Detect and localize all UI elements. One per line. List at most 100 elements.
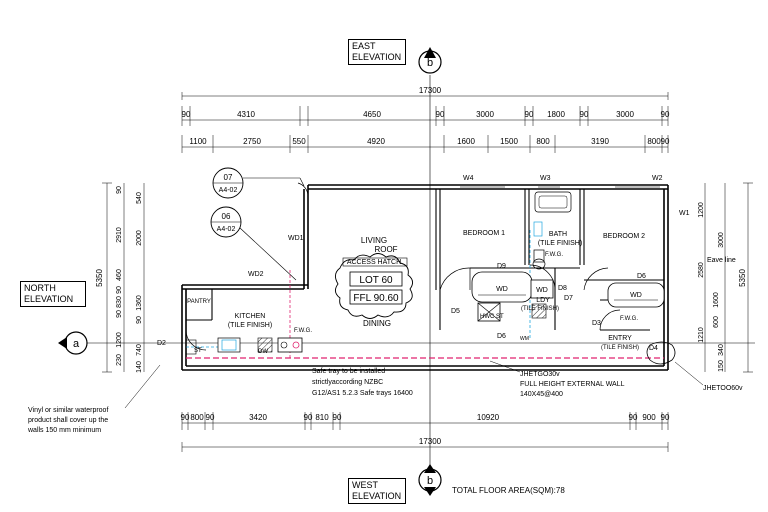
svg-text:90: 90 (206, 413, 215, 422)
door-window-tags: WD1 WD2 W1 W2 W3 W4 D2 D3 D4 D5 D6 D6 D7… (157, 175, 736, 355)
svg-text:740: 740 (136, 344, 143, 356)
dimension-overall-left-label: 5350 (95, 269, 104, 287)
svg-text:G12/AS1 5.2.3 Safe trays 16400: G12/AS1 5.2.3 Safe trays 16400 (312, 390, 413, 397)
washing-machine (531, 303, 547, 319)
svg-text:A4-02: A4-02 (219, 187, 238, 194)
svg-text:4920: 4920 (367, 137, 385, 146)
access-hatch (342, 257, 408, 267)
wardrobe-bedroom1: WD (471, 271, 533, 303)
dimension-right-labels: 1200 3000 2580 1600 600 1210 340 150 (698, 202, 725, 372)
access-hatch-label: ACCESS HATCH (347, 259, 401, 266)
room-bath: BATH (549, 231, 567, 238)
svg-text:3000: 3000 (476, 110, 494, 119)
svg-text:FFL 90.60: FFL 90.60 (353, 293, 399, 304)
svg-text:WD: WD (496, 286, 508, 293)
svg-text:(TILE FINISH): (TILE FINISH) (228, 322, 272, 329)
svg-text:1100: 1100 (189, 137, 207, 146)
svg-text:140: 140 (136, 361, 143, 373)
svg-text:1210: 1210 (698, 327, 705, 343)
svg-text:D4: D4 (649, 345, 658, 352)
room-entry: ENTRY (608, 335, 632, 342)
svg-text:D8: D8 (558, 285, 567, 292)
svg-text:10920: 10920 (477, 413, 500, 422)
wardrobe-ldy: WD (530, 279, 554, 299)
svg-text:b: b (427, 475, 433, 487)
svg-text:06: 06 (222, 212, 231, 221)
safe-tray-note: Safe tray to be installed strictlyaccord… (312, 368, 413, 397)
dimension-chain-row2 (181, 135, 669, 153)
svg-text:90: 90 (525, 110, 534, 119)
svg-text:07: 07 (224, 173, 233, 182)
svg-text:550: 550 (292, 137, 306, 146)
svg-text:D9: D9 (497, 263, 506, 270)
svg-text:Eave line: Eave line (707, 257, 736, 264)
svg-text:90: 90 (116, 286, 123, 294)
svg-text:3000: 3000 (616, 110, 634, 119)
vinyl-note: Vinyl or similar waterproof product shal… (27, 364, 161, 434)
entry-step (646, 341, 676, 365)
svg-text:D6: D6 (637, 273, 646, 280)
svg-text:Safe tray to be installed: Safe tray to be installed (312, 368, 385, 375)
svg-text:(TILE FINISH): (TILE FINISH) (538, 240, 582, 247)
svg-text:90: 90 (580, 110, 589, 119)
svg-text:JHETGO30v: JHETGO30v (520, 371, 560, 378)
svg-text:1200: 1200 (116, 332, 123, 348)
svg-text:(TILE FINISH): (TILE FINISH) (521, 306, 559, 312)
svg-text:F.W.G.: F.W.G. (620, 316, 638, 322)
door-swings (185, 182, 621, 351)
svg-text:17300: 17300 (419, 437, 442, 446)
jhet60-note: JHETOO60v (674, 361, 743, 392)
dimension-left-labels: 90 540 2910 2000 460 1360 90 830 90 1200… (116, 186, 143, 373)
svg-text:4310: 4310 (237, 110, 255, 119)
dimension-overall-bottom: 17300 (181, 437, 669, 452)
hwc-cylinder (477, 302, 501, 322)
svg-text:JHETOO60v: JHETOO60v (703, 385, 743, 392)
svg-text:2000: 2000 (136, 230, 143, 246)
total-floor-area: TOTAL FLOOR AREA(SQM):78 (452, 486, 565, 495)
roof-label: ROOF (374, 245, 397, 254)
svg-text:FULL HEIGHT EXTERNAL WALL: FULL HEIGHT EXTERNAL WALL (520, 381, 625, 388)
svg-text:90: 90 (116, 186, 123, 194)
svg-text:90: 90 (333, 413, 342, 422)
room-labels: LIVING ROOF ACCESS HATCH DINING KITCHEN … (187, 230, 645, 351)
svg-text:1600: 1600 (713, 292, 720, 308)
svg-text:3000: 3000 (718, 232, 725, 248)
svg-text:800: 800 (536, 137, 550, 146)
svg-text:1600: 1600 (457, 137, 475, 146)
svg-text:2750: 2750 (243, 137, 261, 146)
svg-text:17300: 17300 (419, 86, 442, 95)
svg-text:F.W.G.: F.W.G. (294, 328, 312, 334)
svg-text:WD1: WD1 (288, 235, 304, 242)
dimension-row1-labels: 90 4310 4650 90 3000 90 1800 90 3000 90 (182, 110, 670, 119)
room-ldy: LDY (536, 297, 550, 304)
svg-text:LOT 60: LOT 60 (359, 275, 393, 286)
svg-text:90: 90 (116, 310, 123, 318)
dimension-chain-right (704, 182, 753, 373)
svg-text:W2: W2 (652, 175, 663, 182)
svg-text:walls 150 mm minimum: walls 150 mm minimum (27, 427, 101, 434)
svg-text:DW: DW (258, 349, 268, 355)
svg-text:D7: D7 (564, 295, 573, 302)
svg-text:90: 90 (181, 413, 190, 422)
svg-text:900: 900 (642, 413, 656, 422)
svg-text:D5: D5 (451, 308, 460, 315)
svg-text:540: 540 (136, 192, 143, 204)
svg-text:A4-02: A4-02 (217, 226, 236, 233)
room-living: LIVING (361, 236, 387, 245)
svg-text:2910: 2910 (116, 227, 123, 243)
svg-text:D6: D6 (497, 333, 506, 340)
svg-text:WM: WM (520, 336, 529, 342)
svg-text:90: 90 (304, 413, 313, 422)
dimension-overall-right-label: 5350 (738, 269, 747, 287)
svg-text:140X45@400: 140X45@400 (520, 391, 563, 398)
room-kitchen: KITCHEN (235, 313, 266, 320)
dimension-bottom-labels: 90 800 90 3420 90 810 90 10920 90 900 90 (181, 413, 670, 422)
svg-text:W3: W3 (540, 175, 551, 182)
interior-walls (186, 189, 664, 331)
svg-text:2580: 2580 (698, 262, 705, 278)
room-bedroom1: BEDROOM 1 (463, 230, 505, 237)
svg-text:90: 90 (661, 137, 670, 146)
